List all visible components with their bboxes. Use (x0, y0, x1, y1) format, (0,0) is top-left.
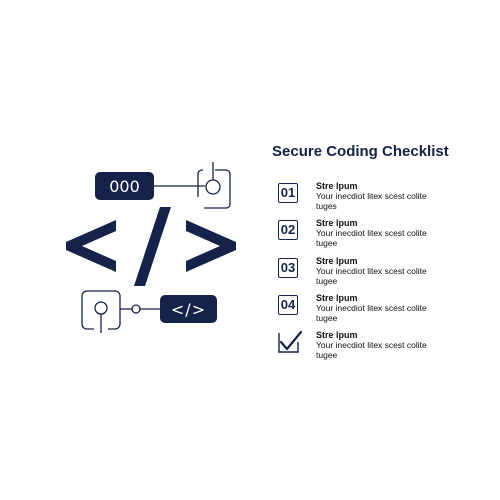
checklist-item-01: 01 Stre lpum Your inecdiot litex scest c… (278, 181, 478, 211)
checklist-title: Secure Coding Checklist (272, 143, 449, 160)
item-description: Your inecdiot litex scest colite tugee (316, 340, 427, 360)
item-number-box: 03 (278, 258, 298, 278)
item-number-box: 01 (278, 183, 298, 203)
bottom-pill-text: </> (171, 300, 206, 319)
checklist-item-02: 02 Stre lpum Your inecdiot litex scest c… (278, 218, 478, 248)
item-label: Stre lpum (316, 218, 358, 228)
top-node-circle (205, 179, 221, 195)
top-pill-text: 000 (109, 177, 140, 196)
checklist-item-03: 03 Stre lpum Your inecdiot litex scest c… (278, 256, 478, 286)
bottom-code-pill (160, 295, 217, 323)
item-label: Stre lpum (316, 330, 358, 340)
item-description: Your inecdiot litex scest colite tugee (316, 266, 427, 286)
item-description: Your inecdiot litex scest colite tugee (316, 303, 427, 323)
bottom-node-circle (94, 301, 108, 315)
checklist-item-04: 04 Stre lpum Your inecdiot litex scest c… (278, 293, 478, 323)
code-brackets-icon (66, 207, 236, 286)
item-number-box: 04 (278, 295, 298, 315)
item-label: Stre lpum (316, 256, 358, 266)
checkmark-icon (278, 330, 302, 353)
item-description: Your inecdiot litex scest colite tugee (316, 228, 427, 248)
checklist-item-check: Stre lpum Your inecdiot litex scest coli… (278, 330, 478, 360)
item-label: Stre lpum (316, 293, 358, 303)
item-description: Your inecdiot litex scest colite tuges (316, 191, 427, 211)
item-label: Stre lpum (316, 181, 358, 191)
top-code-pill (95, 172, 154, 200)
item-number-box: 02 (278, 220, 298, 240)
